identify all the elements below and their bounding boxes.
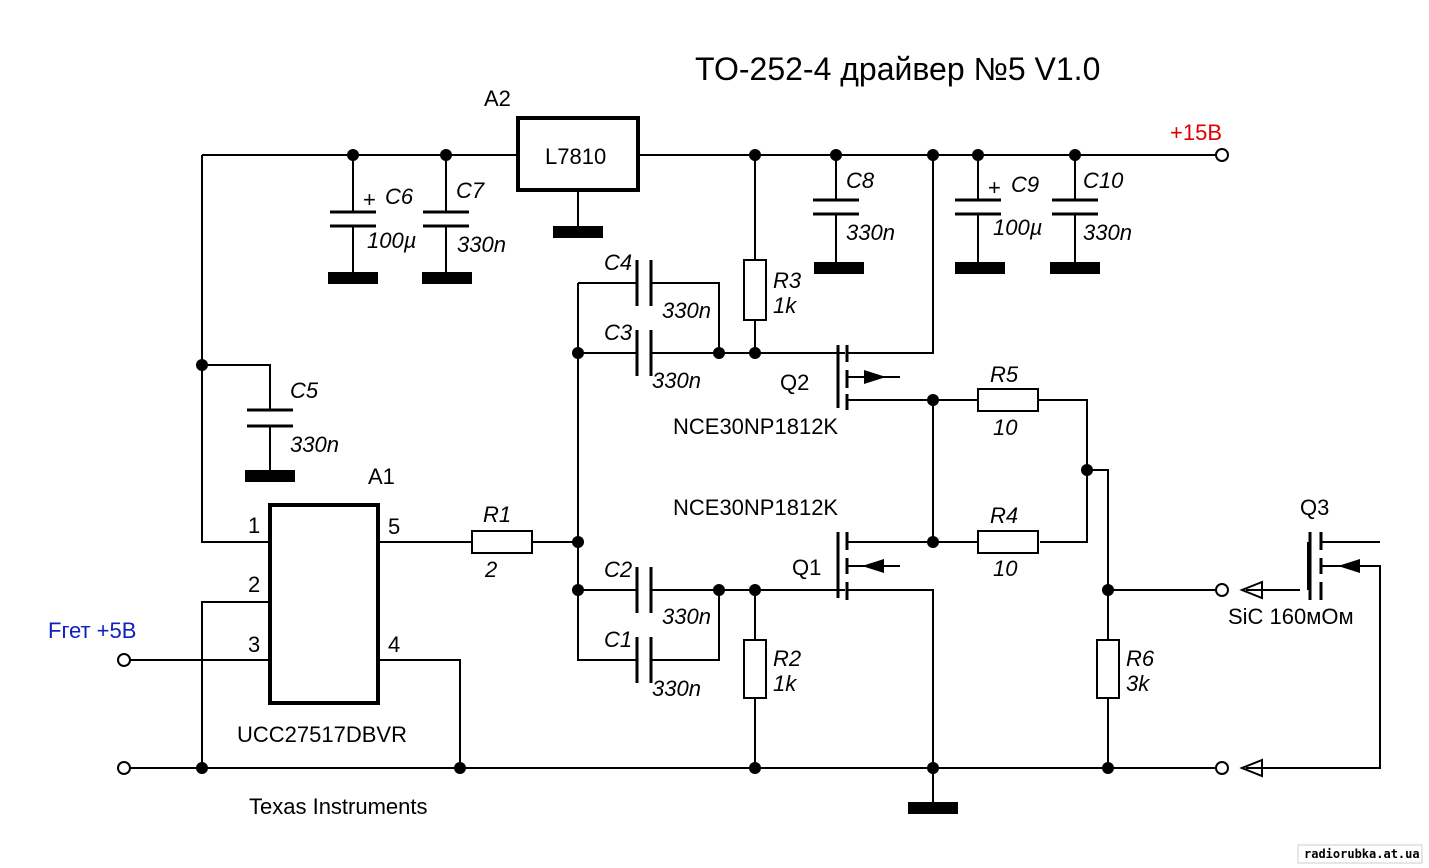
r4-value: 10 (993, 556, 1018, 581)
r3-value: 1k (773, 293, 797, 318)
junction-dots (196, 149, 1114, 774)
mosfet-q3: Q3 SiC 160мОм (1228, 495, 1380, 629)
r6-value: 3k (1126, 671, 1150, 696)
a1-part-label: UCC27517DBVR (237, 722, 407, 747)
a1-pin-2: 2 (248, 572, 260, 597)
c8-ref: C8 (846, 168, 875, 193)
driver-a1: A1 1 2 3 4 5 UCC27517DBVR (237, 464, 407, 747)
regulator-a2: L7810 A2 (484, 86, 640, 192)
c6-value: 100µ (367, 228, 416, 253)
c7-ref: C7 (456, 178, 485, 203)
terminal-q3-gate (1215, 583, 1229, 597)
c5-value: 330n (290, 432, 339, 457)
a1-pin-3: 3 (248, 632, 260, 657)
capacitor-c8: C8 330n (813, 168, 895, 245)
resistor-r2: R2 1k (743, 639, 801, 699)
c9-plus: + (988, 175, 1001, 200)
r2-value: 1k (773, 671, 797, 696)
c9-ref: C9 (1011, 172, 1039, 197)
r1-ref: R1 (483, 502, 511, 527)
q3-ref: Q3 (1300, 495, 1329, 520)
q1-part: NCE30NP1812K (673, 495, 838, 520)
capacitor-c1: C1 330n (604, 627, 701, 701)
ground-symbols (245, 226, 1100, 814)
a2-part-label: L7810 (545, 144, 606, 169)
capacitor-c10: C10 330n (1052, 168, 1132, 245)
a2-ref-label: A2 (484, 86, 511, 111)
capacitor-c3: C3 330n (604, 320, 701, 393)
terminal-plus15v (1215, 148, 1229, 162)
terminal-ground (117, 761, 131, 775)
a1-pin-4: 4 (388, 632, 400, 657)
c4-value: 330n (662, 298, 711, 323)
c1-ref: C1 (604, 627, 632, 652)
terminal-input (117, 653, 131, 667)
c9-value: 100µ (993, 215, 1042, 240)
terminal-q3-source (1215, 761, 1229, 775)
diagram-title: TO-252-4 драйвер №5 V1.0 (695, 51, 1100, 87)
capacitor-c2: C2 330n (604, 557, 711, 629)
resistor-r6: R6 3k (1096, 639, 1155, 699)
input-label: Fгет +5В (48, 618, 136, 643)
r3-ref: R3 (773, 268, 802, 293)
watermark-text: radiorubka.at.ua (1304, 847, 1420, 861)
terminals (117, 148, 1263, 778)
c6-plus: + (363, 187, 376, 212)
capacitor-c4: C4 330n (604, 250, 711, 323)
q3-part: SiC 160мОм (1228, 604, 1354, 629)
resistor-r4: R4 10 (977, 503, 1039, 581)
a1-pin-5: 5 (388, 514, 400, 539)
watermark: radiorubka.at.ua (1297, 844, 1423, 864)
capacitor-c5: C5 330n (247, 378, 339, 457)
r6-ref: R6 (1126, 646, 1155, 671)
c2-ref: C2 (604, 557, 632, 582)
r5-value: 10 (993, 415, 1018, 440)
supply-label: +15В (1170, 120, 1222, 145)
r5-ref: R5 (990, 362, 1019, 387)
c6-ref: C6 (385, 184, 414, 209)
c10-value: 330n (1083, 220, 1132, 245)
c3-ref: C3 (604, 320, 633, 345)
q1-ref: Q1 (792, 555, 821, 580)
r4-ref: R4 (990, 503, 1018, 528)
r2-ref: R2 (773, 646, 801, 671)
manufacturer-label: Texas Instruments (249, 794, 428, 819)
a1-pin-1: 1 (248, 513, 260, 538)
resistor-r1: R1 2 (471, 502, 533, 582)
c4-ref: C4 (604, 250, 632, 275)
resistor-r3: R3 1k (743, 259, 802, 321)
c10-ref: C10 (1083, 168, 1124, 193)
capacitor-c7: C7 330n (423, 178, 506, 257)
c7-value: 330n (457, 232, 506, 257)
c1-value: 330n (652, 676, 701, 701)
q2-part: NCE30NP1812K (673, 414, 838, 439)
mosfet-q2: Q2 NCE30NP1812K (673, 345, 900, 439)
c2-value: 330n (662, 604, 711, 629)
c8-value: 330n (846, 220, 895, 245)
capacitor-c6: + C6 100µ (330, 184, 416, 253)
mosfet-q1: Q1 NCE30NP1812K (673, 495, 900, 600)
r1-value: 2 (484, 557, 497, 582)
c3-value: 330n (652, 368, 701, 393)
a1-ref-label: A1 (368, 464, 395, 489)
capacitor-c9: + C9 100µ (955, 172, 1042, 240)
q2-ref: Q2 (780, 370, 809, 395)
c5-ref: C5 (290, 378, 319, 403)
resistor-r5: R5 10 (977, 362, 1039, 440)
